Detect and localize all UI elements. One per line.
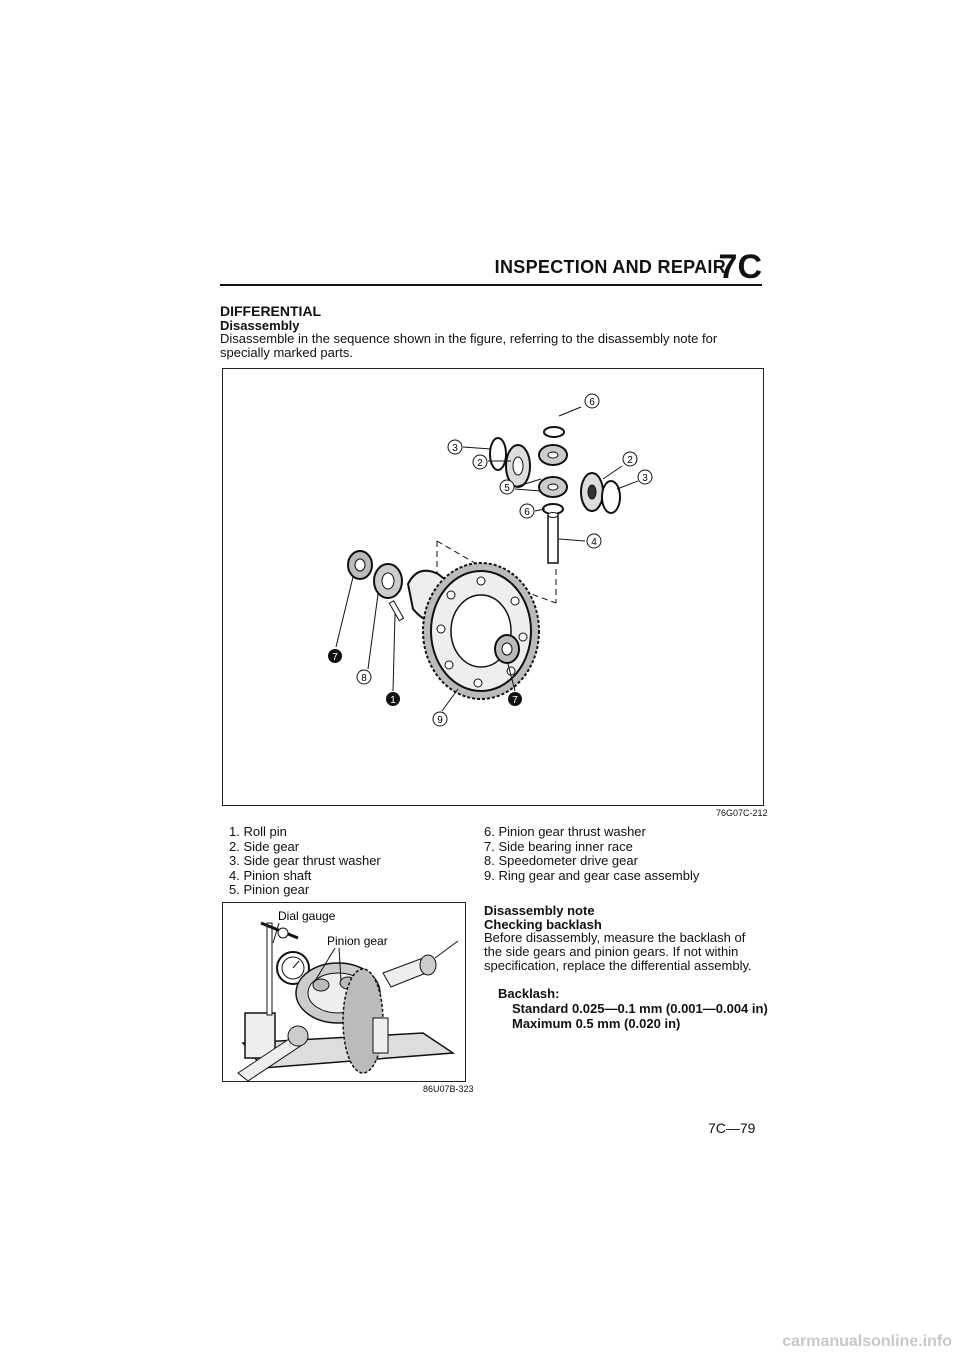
list-item: 5. Pinion gear xyxy=(229,882,310,897)
section-intro: Disassemble in the sequence shown in the… xyxy=(220,331,718,360)
page-header: INSPECTION AND REPAIR 7C xyxy=(220,246,762,286)
spec-maximum: Maximum 0.5 mm (0.020 in) xyxy=(512,1016,681,1031)
callout-9: 9 xyxy=(432,711,448,727)
list-item: 6. Pinion gear thrust washer xyxy=(484,824,646,839)
list-item: 8. Speedometer drive gear xyxy=(484,853,638,868)
callout-7-right: 7 xyxy=(508,692,522,706)
svg-text:7: 7 xyxy=(332,652,338,663)
spec-standard: Standard 0.025—0.1 mm (0.001—0.004 in) xyxy=(512,1001,768,1016)
parts-list-right: 6. Pinion gear thrust washer 7. Side bea… xyxy=(484,824,700,883)
callout-7-left: 7 xyxy=(328,649,342,663)
callout-2-right: 2 xyxy=(622,451,638,467)
svg-text:9: 9 xyxy=(437,715,443,726)
callout-6-top: 6 xyxy=(584,393,600,409)
svg-text:6: 6 xyxy=(524,507,530,518)
callout-6-lower: 6 xyxy=(519,503,535,519)
svg-text:1: 1 xyxy=(390,695,396,706)
svg-text:5: 5 xyxy=(504,483,510,494)
dial-gauge-illustration: Dial gauge Pinion gear xyxy=(237,909,459,1082)
callout-1: 1 xyxy=(386,692,400,706)
dial-gauge-label: Dial gauge xyxy=(278,909,336,923)
callout-3-left: 3 xyxy=(447,439,463,455)
callout-3-right: 3 xyxy=(637,469,653,485)
backlash-check-figure: Dial gauge Pinion gear xyxy=(222,902,466,1082)
note-title: Disassembly note xyxy=(484,903,595,918)
header-section-code: 7C xyxy=(718,248,762,286)
list-item: 3. Side gear thrust washer xyxy=(229,853,381,868)
list-item: 4. Pinion shaft xyxy=(229,867,312,883)
callout-5: 5 xyxy=(499,479,515,495)
pinion-gear-label: Pinion gear xyxy=(327,934,388,948)
callout-8: 8 xyxy=(356,669,372,685)
list-item: 9. Ring gear and gear case assembly xyxy=(484,867,700,883)
spec-heading: Backlash: xyxy=(498,986,560,1001)
footer-watermark: carmanualsonline.info xyxy=(782,1333,952,1350)
exploded-diagram-figure: 6 3 2 2 5 3 6 4 xyxy=(222,368,764,806)
list-item: 1. Roll pin xyxy=(229,824,287,839)
note-body: Before disassembly, measure the backlash… xyxy=(484,930,752,973)
figure1-code: 76G07C-212 xyxy=(716,808,768,818)
differential-exploded-illustration: 6 3 2 2 5 3 6 4 xyxy=(328,393,653,727)
svg-text:4: 4 xyxy=(591,537,597,548)
section-title: DIFFERENTIAL xyxy=(220,303,322,319)
callout-2-left: 2 xyxy=(472,454,488,470)
note-subtitle: Checking backlash xyxy=(484,917,602,932)
header-title: INSPECTION AND REPAIR xyxy=(494,257,726,277)
svg-text:3: 3 xyxy=(642,473,648,484)
svg-text:6: 6 xyxy=(589,397,595,408)
parts-list-left: 1. Roll pin 2. Side gear 3. Side gear th… xyxy=(229,824,381,898)
callout-4: 4 xyxy=(586,533,602,549)
svg-text:3: 3 xyxy=(452,443,458,454)
figure2-code: 86U07B-323 xyxy=(423,1084,474,1094)
svg-text:7: 7 xyxy=(512,695,518,706)
svg-text:2: 2 xyxy=(627,455,633,466)
page-number: 7C—79 xyxy=(708,1120,756,1136)
list-item: 7. Side bearing inner race xyxy=(484,838,633,854)
svg-text:2: 2 xyxy=(477,458,483,469)
list-item: 2. Side gear xyxy=(229,838,300,854)
svg-text:8: 8 xyxy=(361,673,367,684)
section-subtitle: Disassembly xyxy=(220,318,300,333)
